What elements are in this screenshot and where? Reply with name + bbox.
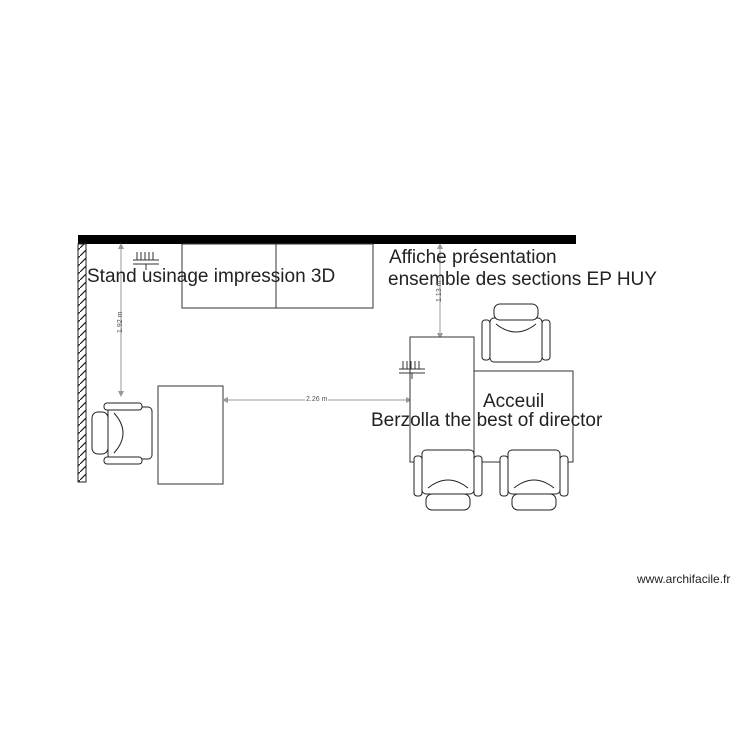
dimension-right-label: 1.13 m (436, 280, 443, 302)
chair-left (91, 402, 153, 465)
top-wall (78, 235, 576, 244)
left-wall (77, 243, 87, 483)
left-desk (157, 385, 224, 485)
accueil-label: Acceuil (483, 391, 545, 412)
chair-bottom-right (499, 449, 569, 511)
dimension-left-label: 1.92 m (117, 311, 124, 333)
chair-bottom-left (413, 449, 483, 511)
device-icon-top (133, 252, 159, 270)
reception-desk (409, 336, 574, 463)
device-icon-reception (399, 361, 425, 379)
watermark: www.archifacile.fr (637, 572, 731, 586)
dimension-horizontal-label: 2.26 m (305, 396, 329, 403)
affiche-label-line2: ensemble des sections EP HUY (388, 269, 657, 290)
affiche-label-line1: Affiche présentation (389, 247, 557, 268)
chair-top (481, 303, 551, 363)
stand-cabinets (181, 243, 374, 309)
director-label: Berzolla the best of director (371, 410, 603, 431)
stand-label: Stand usinage impression 3D (87, 266, 336, 287)
